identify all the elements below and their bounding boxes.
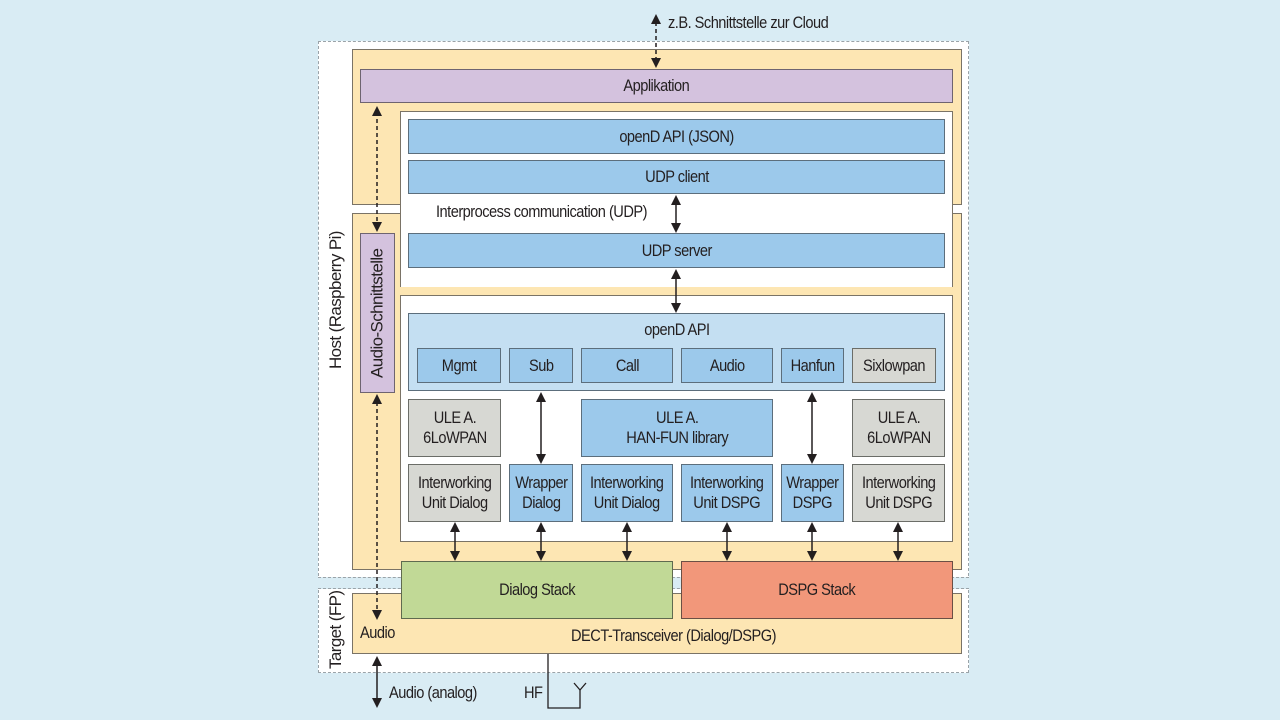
module-hanfun: Hanfun (781, 348, 844, 383)
host-region-label: Host (Raspberry Pi) (326, 231, 345, 369)
hf-label: HF (524, 683, 543, 702)
interworking-unit-dialog: Interworking Unit Dialog (581, 464, 673, 522)
dspg-stack: DSPG Stack (681, 561, 953, 619)
application-block: Applikation (360, 69, 953, 103)
opend-api-json-block: openD API (JSON) (408, 119, 945, 154)
module-sixlowpan: Sixlowpan (852, 348, 936, 383)
dect-transceiver-label: DECT-Transceiver (Dialog/DSPG) (571, 626, 776, 645)
opend-api-json-label: openD API (JSON) (619, 126, 734, 146)
opend-api-title: openD API (643, 320, 710, 339)
module-sub: Sub (509, 348, 573, 383)
target-region-label: Target (FP) (326, 590, 345, 670)
udp-server-label: UDP server (641, 240, 712, 260)
audio-analog-label: Audio (analog) (389, 683, 477, 702)
dialog-stack: Dialog Stack (401, 561, 673, 619)
interworking-unit-dspg-grey: Interworking Unit DSPG (852, 464, 945, 522)
audio-interface-label: Audio-Schnittstelle (367, 248, 387, 378)
wrapper-dialog: Wrapper Dialog (509, 464, 573, 522)
transceiver-audio-label: Audio (360, 623, 395, 642)
application-label: Applikation (623, 76, 690, 95)
audio-interface-block: Audio-Schnittstelle (360, 233, 395, 393)
ule-6lowpan-dialog: ULE A. 6LoWPAN (408, 399, 501, 457)
udp-client-block: UDP client (408, 160, 945, 194)
module-mgmt: Mgmt (417, 348, 501, 383)
cloud-interface-label: z.B. Schnittstelle zur Cloud (668, 13, 829, 32)
udp-server-block: UDP server (408, 233, 945, 268)
wrapper-dspg: Wrapper DSPG (781, 464, 844, 522)
module-call: Call (581, 348, 673, 383)
ule-hanfun-library: ULE A. HAN-FUN library (581, 399, 773, 457)
module-audio: Audio (681, 348, 773, 383)
interworking-unit-dspg: Interworking Unit DSPG (681, 464, 773, 522)
ipc-label: Interprocess communication (UDP) (436, 202, 648, 221)
interworking-unit-dialog-grey: Interworking Unit Dialog (408, 464, 501, 522)
udp-client-label: UDP client (644, 167, 709, 186)
ule-6lowpan-dspg: ULE A. 6LoWPAN (852, 399, 945, 457)
